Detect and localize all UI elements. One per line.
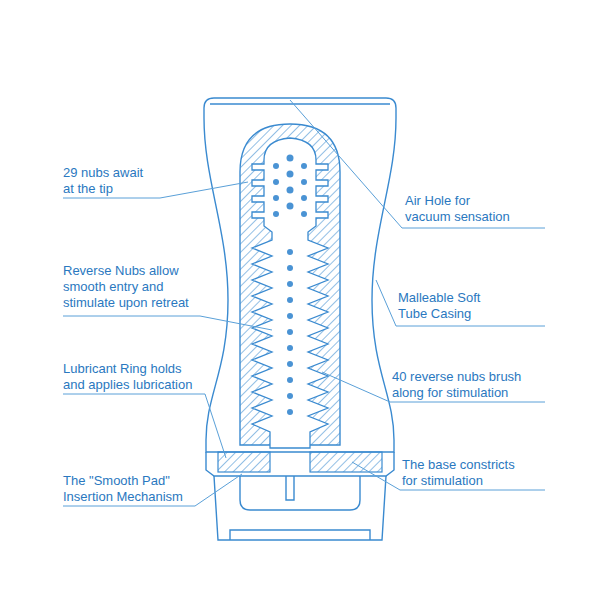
nubs bbox=[273, 155, 307, 416]
callout-label: The base constricts for stimulation bbox=[402, 457, 527, 489]
lubricant-ring bbox=[218, 452, 382, 472]
callout-label: The "Smooth Pad" Insertion Mechanism bbox=[63, 473, 193, 505]
callout-label: Malleable Soft Tube Casing bbox=[398, 290, 493, 322]
callout-label: Lubricant Ring holds and applies lubrica… bbox=[63, 361, 205, 393]
callout-label: 40 reverse nubs brush along for stimulat… bbox=[392, 369, 527, 401]
callout-label: Air Hole for vacuum sensation bbox=[405, 193, 517, 225]
callout-label: Reverse Nubs allow smooth entry and stim… bbox=[63, 263, 203, 311]
inner-sleeve bbox=[240, 124, 340, 445]
inner-canal bbox=[252, 138, 328, 448]
callout-label: 29 nubs await at the tip bbox=[63, 165, 155, 197]
leader-lines bbox=[63, 100, 545, 506]
casing bbox=[204, 98, 396, 540]
